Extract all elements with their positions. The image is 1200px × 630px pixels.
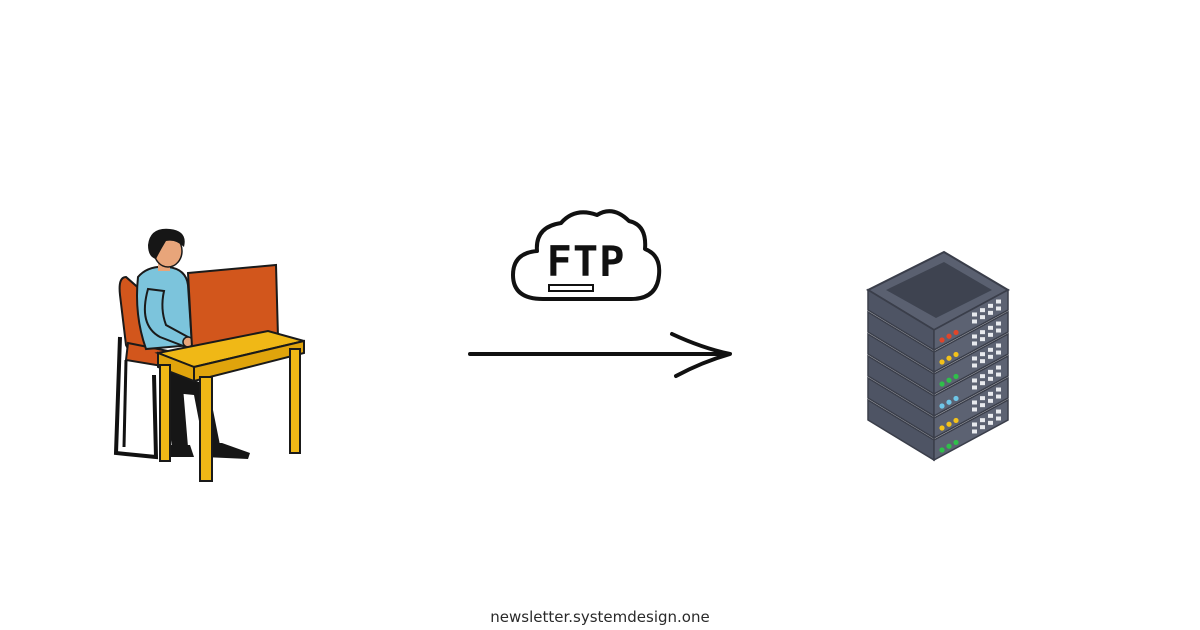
server-vent (980, 315, 985, 319)
transfer-arrow (466, 330, 736, 380)
server-vent (996, 300, 1001, 304)
server-led (946, 400, 951, 405)
server-vent (980, 374, 985, 378)
server-vent (996, 366, 1001, 370)
server-vent (980, 352, 985, 356)
server-vent (996, 417, 1001, 421)
server-vent (972, 356, 977, 360)
server-vent (972, 400, 977, 404)
server-vent (972, 385, 977, 389)
server-led (939, 425, 944, 430)
ftp-cloud-label: FTP (505, 205, 667, 323)
server-vent (996, 410, 1001, 414)
server-vent (972, 378, 977, 382)
server-led (939, 337, 944, 342)
server-vent (980, 381, 985, 385)
server-vent (972, 429, 977, 433)
server-led (946, 422, 951, 427)
server-vent (988, 355, 993, 359)
server-vent (972, 341, 977, 345)
server-vent (996, 388, 1001, 392)
server-vent (980, 418, 985, 422)
server-vent (988, 370, 993, 374)
server-vent (988, 311, 993, 315)
server-led (939, 359, 944, 364)
server-led (946, 378, 951, 383)
server-vent (996, 307, 1001, 311)
server-led (953, 418, 958, 423)
server-vent (988, 421, 993, 425)
server-vent (988, 348, 993, 352)
server-led (953, 440, 958, 445)
server-vent (972, 422, 977, 426)
server-vent (980, 330, 985, 334)
server-led (953, 396, 958, 401)
person-at-computer-icon (108, 225, 313, 487)
server-vent (972, 312, 977, 316)
server-vent (980, 308, 985, 312)
server-vent (996, 395, 1001, 399)
server-led (946, 356, 951, 361)
server-vent (972, 334, 977, 338)
server-vent (980, 403, 985, 407)
server-vent (988, 304, 993, 308)
server-vent (996, 322, 1001, 326)
server-vent (988, 392, 993, 396)
server-led (939, 403, 944, 408)
server-led (946, 444, 951, 449)
server-led (953, 374, 958, 379)
server-vent (972, 363, 977, 367)
server-vent (988, 399, 993, 403)
server-vent (996, 329, 1001, 333)
server-vent (996, 344, 1001, 348)
server-rack-icon (862, 250, 1014, 462)
server-led (939, 381, 944, 386)
protocol-label: FTP (505, 241, 667, 283)
server-vent (980, 337, 985, 341)
server-vent (988, 333, 993, 337)
server-led (953, 352, 958, 357)
server-vent (980, 359, 985, 363)
server-vent (972, 319, 977, 323)
server-led (946, 334, 951, 339)
footer-attribution: newsletter.systemdesign.one (0, 608, 1200, 626)
server-vent (996, 351, 1001, 355)
server-vent (988, 326, 993, 330)
server-vent (996, 373, 1001, 377)
server-vent (988, 377, 993, 381)
server-led (953, 330, 958, 335)
server-vent (980, 396, 985, 400)
server-led (939, 447, 944, 452)
server-vent (972, 407, 977, 411)
server-vent (988, 414, 993, 418)
server-vent (980, 425, 985, 429)
